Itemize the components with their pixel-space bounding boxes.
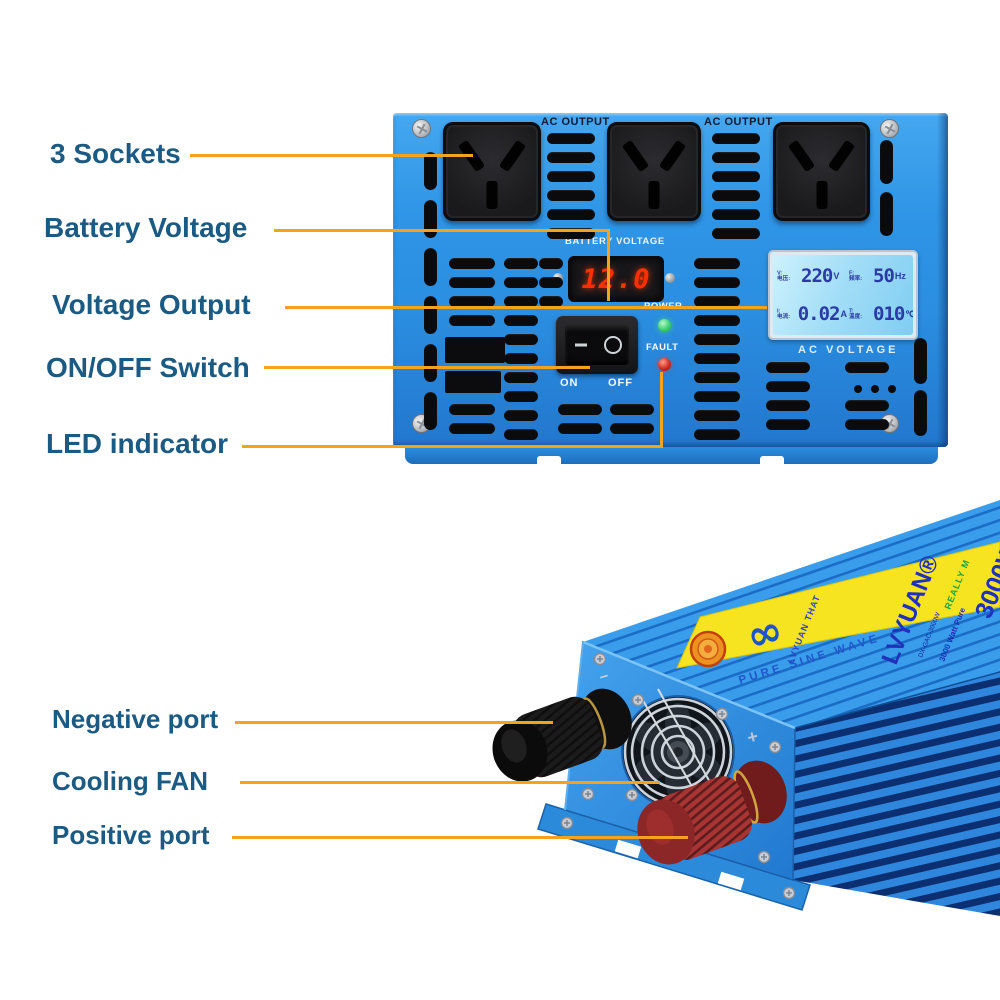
off-mark bbox=[604, 336, 622, 354]
lcd-voltage-unit: V bbox=[833, 271, 840, 281]
lcd-frequency-unit: Hz bbox=[894, 271, 906, 281]
callout-cooling-fan: Cooling FAN bbox=[52, 766, 208, 796]
off-label: OFF bbox=[608, 377, 633, 389]
fault-led bbox=[658, 358, 671, 371]
lcd-current-caption: I:电流: bbox=[777, 308, 791, 320]
socket-slot bbox=[787, 139, 816, 173]
lcd-current-value: 0.02 bbox=[797, 303, 841, 325]
leader-voltage-output bbox=[285, 306, 767, 309]
flange-notch bbox=[760, 456, 784, 465]
flange-notch bbox=[717, 871, 745, 891]
rocker-on-half bbox=[565, 325, 597, 365]
ac-socket-1 bbox=[443, 122, 541, 221]
battery-voltage-display: 12.0 bbox=[568, 256, 664, 302]
leader-negative-port bbox=[235, 721, 553, 724]
lcd-current-unit: A bbox=[840, 309, 848, 319]
callout-led-indicator: LED indicator bbox=[46, 428, 229, 459]
fault-label: FAULT bbox=[646, 342, 679, 353]
callout-negative-port: Negative port bbox=[52, 704, 219, 734]
screw bbox=[560, 816, 574, 830]
angled-inverter-photo: ∞ PURE SINE WAVE LVYUAN THAT REALLY M 30… bbox=[492, 500, 1000, 916]
leader-battery-voltage bbox=[274, 229, 610, 232]
lcd-frequency-caption: F:频率: bbox=[849, 270, 863, 282]
flange-notch bbox=[537, 456, 561, 465]
socket-slot bbox=[816, 181, 827, 209]
rocker bbox=[565, 325, 629, 365]
callout-positive-port: Positive port bbox=[52, 820, 210, 850]
callout-onoff-switch: ON/OFF Switch bbox=[46, 352, 250, 383]
leader-led-indicator bbox=[242, 445, 663, 448]
ac-voltage-label: AC VOLTAGE bbox=[798, 344, 899, 356]
positive-mark: + bbox=[745, 726, 760, 748]
screw bbox=[880, 119, 899, 138]
lcd-voltage-value: 220 bbox=[801, 265, 833, 287]
socket-slot bbox=[827, 139, 856, 173]
socket-slot bbox=[658, 139, 687, 173]
lcd-voltage-caption: V:电压: bbox=[777, 270, 791, 282]
callout-battery-voltage: Battery Voltage bbox=[44, 212, 248, 243]
onoff-switch bbox=[556, 316, 638, 374]
rocker-off-half bbox=[597, 325, 629, 365]
ac-socket-2 bbox=[607, 122, 701, 221]
edge-highlight bbox=[582, 640, 796, 730]
lcd-temperature-value: 010 bbox=[873, 303, 905, 325]
callout-3-sockets: 3 Sockets bbox=[50, 138, 181, 169]
leader-led-indicator-v bbox=[660, 372, 663, 448]
socket-slot bbox=[498, 139, 527, 173]
brand-label bbox=[676, 541, 1000, 669]
screw bbox=[768, 740, 782, 754]
screw bbox=[625, 788, 639, 802]
leader-battery-voltage-v bbox=[607, 229, 610, 301]
screw bbox=[553, 273, 563, 283]
battery-voltage-label: BATTERY VOLTAGE bbox=[565, 236, 665, 247]
screw bbox=[631, 693, 645, 707]
leader-3-sockets bbox=[190, 154, 473, 157]
lcd-meter: V:电压: 220 V F:频率: 50 Hz I:电流: 0.02 A bbox=[768, 250, 918, 340]
battery-voltage-value: 12.0 bbox=[581, 263, 651, 295]
ac-output-label-left: AC OUTPUT bbox=[541, 116, 610, 128]
screw bbox=[581, 787, 595, 801]
screw bbox=[665, 273, 675, 283]
cooling-fan bbox=[621, 688, 735, 809]
lcd-temperature-caption: T:温度: bbox=[849, 308, 863, 320]
socket-slot bbox=[621, 139, 650, 173]
leader-positive-port bbox=[232, 836, 688, 839]
flange-notch bbox=[614, 839, 642, 859]
negative-terminal bbox=[492, 688, 632, 782]
heatsink-side bbox=[793, 672, 1000, 916]
leader-cooling-fan bbox=[240, 781, 660, 784]
screw bbox=[880, 414, 899, 433]
leader-onoff-switch bbox=[264, 366, 590, 369]
screw bbox=[593, 652, 607, 666]
screw bbox=[412, 119, 431, 138]
ac-output-label-right: AC OUTPUT bbox=[704, 116, 773, 128]
mounting-flange-top-unit bbox=[405, 447, 938, 465]
callout-voltage-output: Voltage Output bbox=[52, 289, 251, 320]
screw bbox=[412, 414, 431, 433]
screw bbox=[757, 850, 771, 864]
on-mark bbox=[575, 343, 587, 347]
ac-socket-3 bbox=[773, 122, 870, 221]
lcd-frequency-value: 50 bbox=[873, 265, 895, 287]
socket-slot bbox=[648, 181, 660, 209]
screw bbox=[782, 886, 796, 900]
quality-badge-core bbox=[704, 645, 712, 653]
socket-slot bbox=[486, 181, 498, 209]
screw bbox=[715, 707, 729, 721]
inverter-front-panel: AC OUTPUT AC OUTPUT BATTERY VOLTAGE 12.0… bbox=[393, 113, 948, 447]
lcd-temperature-unit: ℃ bbox=[905, 308, 913, 319]
power-led bbox=[658, 319, 671, 332]
on-label: ON bbox=[560, 377, 579, 389]
edge-line bbox=[794, 671, 1000, 729]
lcd-screen: V:电压: 220 V F:频率: 50 Hz I:电流: 0.02 A bbox=[773, 255, 913, 335]
